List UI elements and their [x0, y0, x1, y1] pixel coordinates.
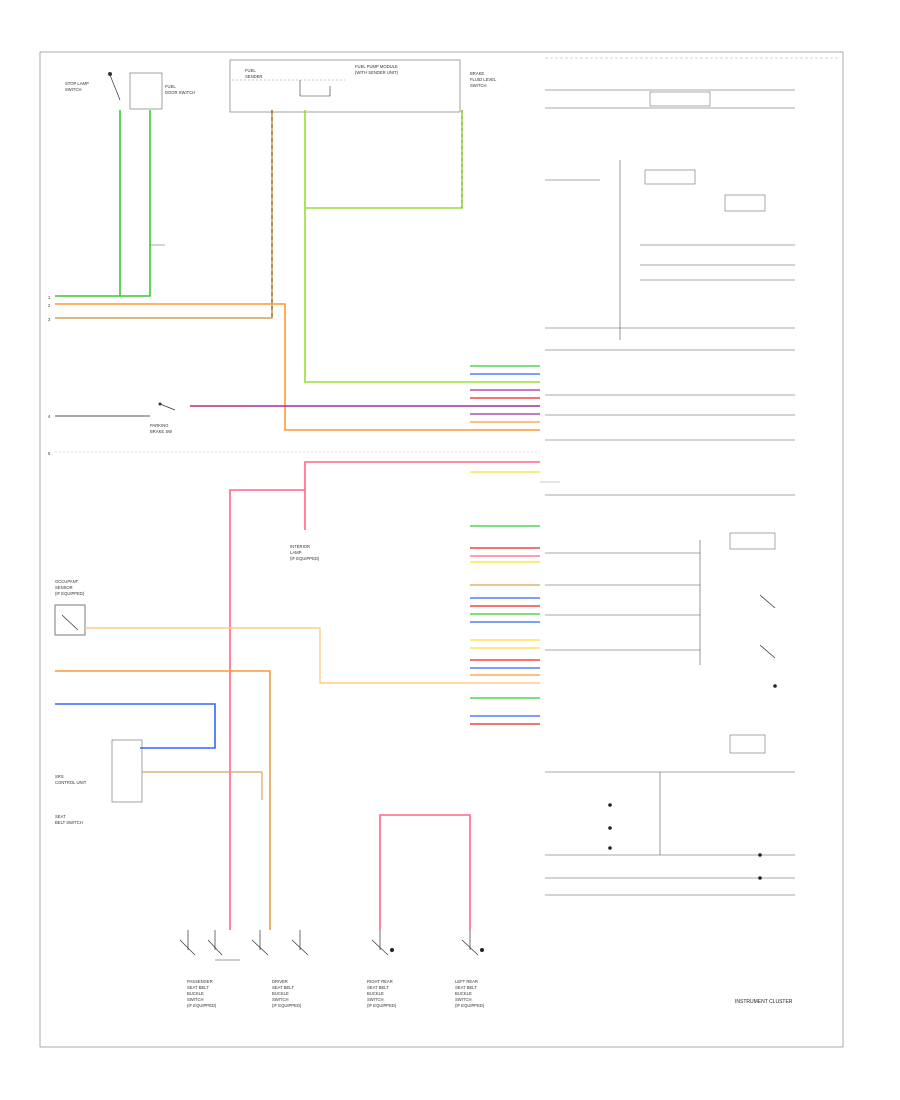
- svg-text:SWITCH: SWITCH: [65, 87, 82, 92]
- svg-text:SWITCH: SWITCH: [272, 997, 289, 1002]
- svg-text:SWITCH: SWITCH: [187, 997, 204, 1002]
- svg-text:(IF EQUIPPED): (IF EQUIPPED): [55, 591, 85, 596]
- connector-left-pin: 3: [48, 317, 51, 322]
- left-connector: 1 2 3 4 5: [48, 295, 51, 456]
- connector-left-pin: 5: [48, 451, 51, 456]
- svg-text:SRS: SRS: [55, 774, 64, 779]
- svg-text:FUEL: FUEL: [165, 84, 176, 89]
- svg-text:DOOR SWITCH: DOOR SWITCH: [165, 90, 195, 95]
- svg-text:SEAT: SEAT: [55, 814, 66, 819]
- svg-text:SWITCH: SWITCH: [455, 997, 472, 1002]
- svg-text:BUCKLE: BUCKLE: [187, 991, 204, 996]
- svg-text:SWITCH: SWITCH: [470, 83, 487, 88]
- connector-left-pin: 2: [48, 303, 51, 308]
- svg-text:SWITCH: SWITCH: [367, 997, 384, 1002]
- svg-text:(IF EQUIPPED): (IF EQUIPPED): [187, 1003, 217, 1008]
- svg-text:SENSOR: SENSOR: [55, 585, 73, 590]
- svg-text:FUEL PUMP MODULE: FUEL PUMP MODULE: [355, 64, 398, 69]
- svg-text:STOP LAMP: STOP LAMP: [65, 81, 89, 86]
- diagram-border: [39, 51, 844, 1048]
- instrument-cluster-schematic: [545, 89, 795, 896]
- svg-text:OCCUPANT: OCCUPANT: [55, 579, 79, 584]
- svg-text:SEAT BELT: SEAT BELT: [272, 985, 294, 990]
- svg-text:BELT SWITCH: BELT SWITCH: [55, 820, 83, 825]
- svg-text:CONTROL UNIT: CONTROL UNIT: [55, 780, 87, 785]
- svg-text:RIGHT REAR: RIGHT REAR: [367, 979, 393, 984]
- svg-text:INTERIOR: INTERIOR: [290, 544, 310, 549]
- svg-text:FUEL: FUEL: [245, 68, 256, 73]
- connector-left-pin: 4: [48, 414, 51, 419]
- svg-text:(WITH SENDER UNIT): (WITH SENDER UNIT): [355, 70, 399, 75]
- svg-text:(IF EQUIPPED): (IF EQUIPPED): [290, 556, 320, 561]
- svg-text:SEAT BELT: SEAT BELT: [367, 985, 389, 990]
- svg-text:DRIVER: DRIVER: [272, 979, 288, 984]
- mid-connector-stubs: [470, 525, 540, 725]
- svg-text:PARKING: PARKING: [150, 423, 169, 428]
- svg-text:BUCKLE: BUCKLE: [367, 991, 384, 996]
- svg-text:BRAKE SW: BRAKE SW: [150, 429, 172, 434]
- svg-text:(IF EQUIPPED): (IF EQUIPPED): [367, 1003, 397, 1008]
- svg-text:SENDER: SENDER: [245, 74, 262, 79]
- svg-text:BRAKE: BRAKE: [470, 71, 484, 76]
- svg-text:FLUID LEVEL: FLUID LEVEL: [470, 77, 497, 82]
- svg-text:(IF EQUIPPED): (IF EQUIPPED): [272, 1003, 302, 1008]
- svg-text:(IF EQUIPPED): (IF EQUIPPED): [455, 1003, 485, 1008]
- svg-text:LAMP: LAMP: [290, 550, 302, 555]
- svg-text:LEFT REAR: LEFT REAR: [455, 979, 478, 984]
- svg-text:SEAT BELT: SEAT BELT: [187, 985, 209, 990]
- svg-text:BUCKLE: BUCKLE: [455, 991, 472, 996]
- instrument-cluster-label: INSTRUMENT CLUSTER: [735, 999, 793, 1005]
- passenger-belt-label-1: PASSENGER: [187, 979, 213, 984]
- svg-text:SEAT BELT: SEAT BELT: [455, 985, 477, 990]
- svg-text:BUCKLE: BUCKLE: [272, 991, 289, 996]
- connector-left-pin: 1: [48, 295, 51, 300]
